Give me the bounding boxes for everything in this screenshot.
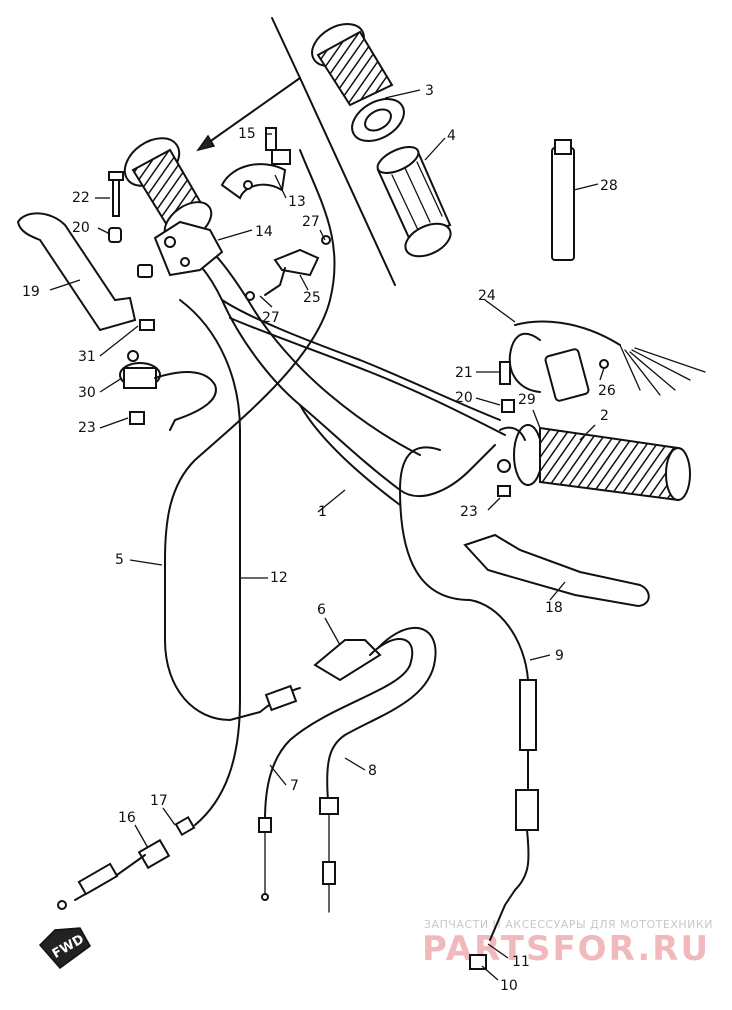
- callout-22: 22: [72, 190, 90, 206]
- callout-19: 19: [22, 284, 40, 300]
- throttle-housing: [220, 127, 291, 200]
- junction-6: [264, 626, 437, 821]
- callout-18: 18: [545, 600, 563, 616]
- callout-23-right: 23: [460, 504, 478, 520]
- callout-15: 15: [238, 126, 256, 142]
- callout-2: 2: [600, 408, 609, 424]
- callout-24: 24: [478, 288, 496, 304]
- callout-23-left: 23: [78, 420, 96, 436]
- callout-6: 6: [317, 602, 326, 618]
- callout-11: 11: [512, 954, 530, 970]
- callout-labels: 1 2 3 4 5 6 7 8 9 10 11 12 13 14 15 16 1…: [22, 83, 618, 994]
- watermark-brand: PARTSFOR.RU: [422, 929, 710, 969]
- watermark: ЗАПЧАСТИ И АКСЕССУАРЫ ДЛЯ МОТОТЕХНИКИ PA…: [422, 918, 712, 969]
- callout-5: 5: [115, 552, 124, 568]
- leader-lines: [49, 89, 605, 981]
- bracket-25: [245, 235, 331, 301]
- callout-14: 14: [255, 224, 273, 240]
- callout-9: 9: [555, 648, 564, 664]
- callout-25: 25: [303, 290, 321, 306]
- callout-12: 12: [270, 570, 288, 586]
- right-switch: [499, 320, 706, 413]
- clutch-lever: [16, 212, 137, 332]
- callout-10: 10: [500, 978, 518, 994]
- callout-29: 29: [518, 392, 536, 408]
- callout-16: 16: [118, 810, 136, 826]
- callout-27-upper: 27: [302, 214, 320, 230]
- throttle-tube-4: [376, 146, 452, 258]
- separator-arrow: [196, 17, 396, 286]
- adjuster-16-17: [57, 815, 196, 910]
- left-perch: [137, 220, 224, 278]
- lever-bolt-left: [108, 171, 124, 243]
- callout-7: 7: [290, 778, 299, 794]
- callout-4: 4: [447, 128, 456, 144]
- callout-8: 8: [368, 763, 377, 779]
- cable-7-end: [258, 817, 272, 901]
- clutch-switch: [119, 319, 217, 431]
- callout-27-lower: 27: [262, 310, 280, 326]
- clutch-cable-9: [399, 446, 539, 970]
- callout-21: 21: [455, 365, 473, 381]
- callout-1: 1: [318, 504, 327, 520]
- callout-13: 13: [288, 194, 306, 210]
- callout-31: 31: [78, 349, 96, 365]
- handlebar: [169, 231, 506, 506]
- callout-3: 3: [425, 83, 434, 99]
- right-grip-3: [311, 23, 405, 142]
- callout-20-left: 20: [72, 220, 90, 236]
- brake-lever: [463, 533, 650, 608]
- callout-30: 30: [78, 385, 96, 401]
- cable-tie: [551, 139, 575, 261]
- left-hand-grip-2: [497, 424, 691, 502]
- callout-20-right: 20: [455, 390, 473, 406]
- callout-26: 26: [598, 383, 616, 399]
- callout-28: 28: [600, 178, 618, 194]
- fwd-arrow: FWD: [38, 927, 91, 970]
- callout-17: 17: [150, 793, 168, 809]
- cable-8-end: [319, 797, 339, 913]
